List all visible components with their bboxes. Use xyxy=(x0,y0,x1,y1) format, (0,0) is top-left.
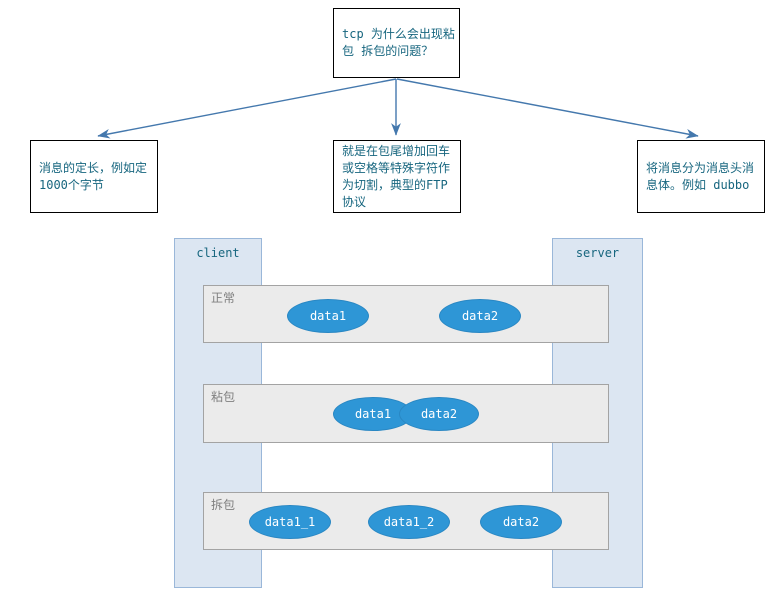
lane-label: 粘包 xyxy=(211,390,236,404)
packet-label: data2 xyxy=(420,407,458,421)
packet-label: data1 xyxy=(309,309,347,323)
packet-ellipse: data2 xyxy=(480,505,562,539)
arrow-to-fixed-length xyxy=(97,78,397,139)
packet-label: data2 xyxy=(502,515,540,529)
packet-label: data2 xyxy=(461,309,499,323)
solution-box-fixed-length: 消息的定长，例如定 1000个字节 xyxy=(30,140,158,213)
arrow-to-header-body xyxy=(396,78,699,139)
packet-ellipse: data1_2 xyxy=(368,505,450,539)
solution-text: 消息的定长，例如定 1000个字节 xyxy=(39,160,148,192)
server-label: server xyxy=(575,246,620,260)
client-label: client xyxy=(196,246,240,260)
lane-sticky-packet: 粘包 data1 data2 xyxy=(203,384,609,443)
packet-label: data1_1 xyxy=(264,515,316,529)
solution-box-delimiter: 就是在包尾增加回车 或空格等特殊字符作 为切割，典型的FTP 协议 xyxy=(333,140,461,213)
lane-split-packet: 拆包 data1_1 data1_2 data2 xyxy=(203,492,609,550)
solution-box-header-body: 将消息分为消息头消 息体。例如 dubbo xyxy=(637,140,765,213)
lane-label: 拆包 xyxy=(211,498,236,512)
question-box: tcp 为什么会出现粘 包 拆包的问题？ xyxy=(333,8,460,78)
packet-label: data1 xyxy=(354,407,392,421)
packet-label: data1_2 xyxy=(383,515,435,529)
solution-text: 就是在包尾增加回车 或空格等特殊字符作 为切割，典型的FTP 协议 xyxy=(342,143,451,209)
lane-label: 正常 xyxy=(211,291,236,305)
lane-normal: 正常 data1 data2 xyxy=(203,285,609,343)
packet-ellipse: data1 xyxy=(287,299,369,333)
question-text: tcp 为什么会出现粘 包 拆包的问题？ xyxy=(342,27,455,58)
packet-ellipse: data1_1 xyxy=(249,505,331,539)
packet-ellipse: data2 xyxy=(439,299,521,333)
solution-text: 将消息分为消息头消 息体。例如 dubbo xyxy=(646,160,755,192)
packet-ellipse: data2 xyxy=(399,397,479,431)
